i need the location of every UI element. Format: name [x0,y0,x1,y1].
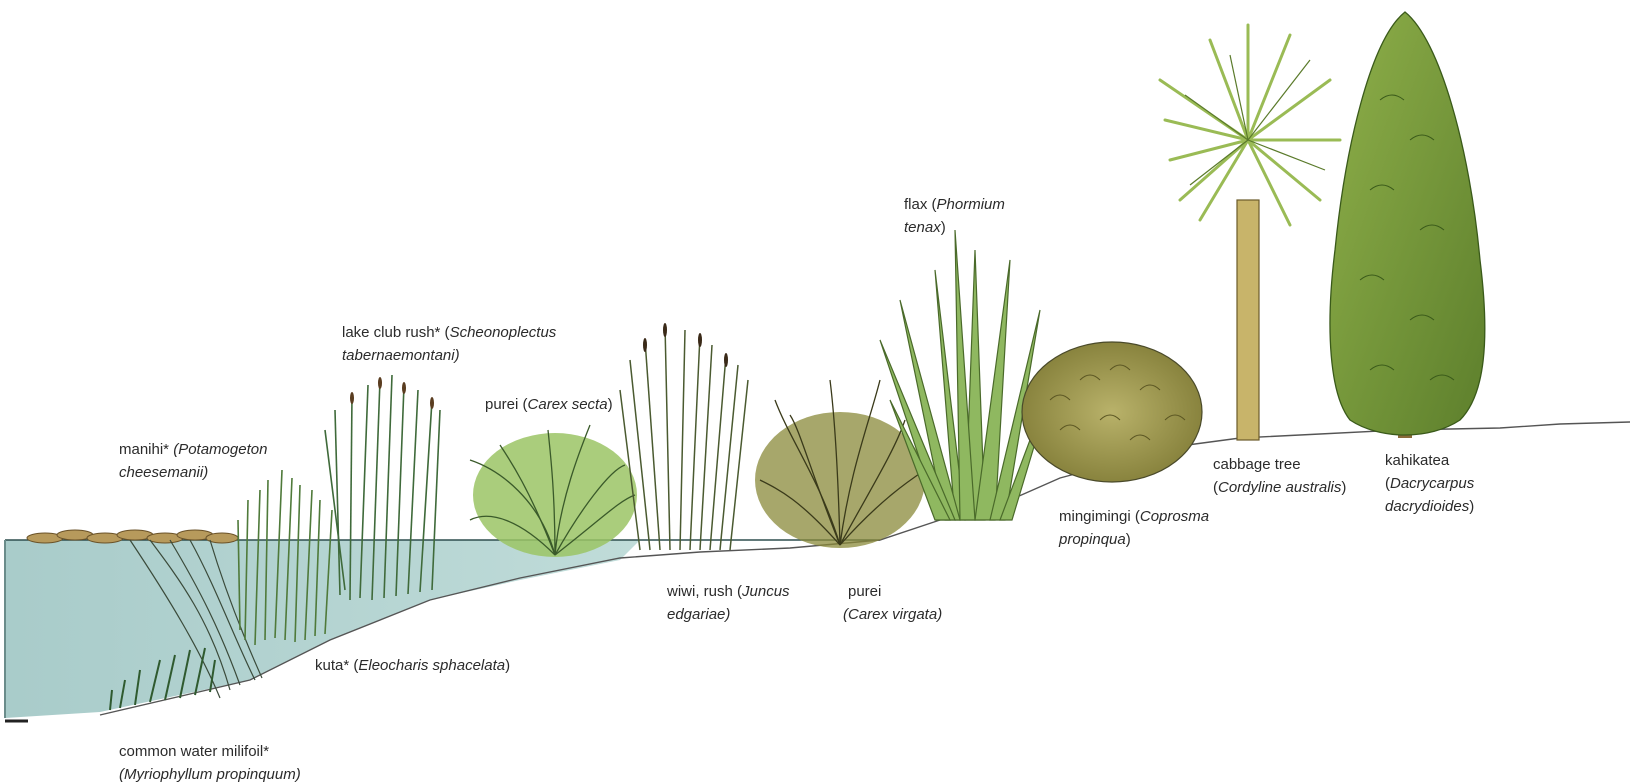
kahikatea-latin-name-line2: dacrydioides [1385,498,1469,515]
label-cabbage-tree: cabbage tree (Cordyline australis) [1213,453,1346,499]
label-kuta: kuta* (Eleocharis sphacelata) [315,654,510,677]
cabbage-tree-latin-name: Cordyline australis [1218,479,1341,496]
kahikatea-tree [1330,12,1485,438]
manihi-latin-name-line2: cheesemanii) [119,464,208,481]
mingimingi-latin-name-line2: propinqua [1059,531,1126,548]
label-water-milfoil: common water milifoil* (Myriophyllum pro… [119,740,301,782]
lake-water [5,540,640,718]
flax-latin-name: Phormium [937,196,1005,213]
label-kahikatea: kahikatea (Dacrycarpus dacrydioides) [1385,449,1474,518]
kahikatea-latin-name: Dacrycarpus [1390,475,1474,492]
label-lake-club-rush: lake club rush* (Scheonoplectus tabernae… [342,321,556,367]
wiwi-seedheads [643,323,728,367]
purei-secta-close-paren: ) [608,396,613,413]
milfoil-latin-name: (Myriophyllum propinquum) [119,766,301,782]
kahikatea-common-name: kahikatea [1385,452,1449,469]
purei-virgata-latin-name: (Carex virgata) [843,606,942,623]
kahikatea-close-paren: ) [1469,498,1474,515]
kuta-latin-name: Eleocharis sphacelata [358,657,505,674]
wiwi-rush [620,325,748,550]
kuta-close-paren: ) [505,657,510,674]
flax-close-paren: ) [941,219,946,236]
cabbage-tree-common-name: cabbage tree [1213,456,1301,473]
label-flax: flax (Phormium tenax) [904,193,1005,239]
flax-latin-name-line2: tenax [904,219,941,236]
wiwi-common-name: wiwi, rush ( [667,583,742,600]
lake-club-rush-common-name: lake club rush* ( [342,324,450,341]
label-mingimingi: mingimingi (Coprosma propinqua) [1059,505,1209,551]
mingimingi-latin-name: Coprosma [1140,508,1209,525]
lake-club-rush-latin-name-line2: tabernaemontani) [342,347,460,364]
milfoil-common-name: common water milifoil* [119,743,269,760]
purei-secta-common-name: purei ( [485,396,528,413]
flax-common-name: flax ( [904,196,937,213]
kuta-common-name: kuta* ( [315,657,358,674]
label-manihi: manihi* (Potamogeton cheesemanii) [119,438,267,484]
purei-secta-latin-name: Carex secta [528,396,608,413]
lake-club-rush-latin-name: Scheonoplectus [450,324,557,341]
manihi-latin-name: (Potamogeton [173,441,267,458]
purei-virgata-common-name: purei [843,583,881,600]
mingimingi-common-name: mingimingi ( [1059,508,1140,525]
cabbage-tree-close-paren: ) [1341,479,1346,496]
label-purei-carex-virgata: purei (Carex virgata) [843,580,942,626]
wiwi-latin-name: Juncus [742,583,790,600]
mingimingi-bush [1022,342,1202,482]
carex-virgata-tussock [755,380,925,548]
label-wiwi: wiwi, rush (Juncus edgariae) [667,580,790,626]
wiwi-latin-name-line2: edgariae) [667,606,730,623]
manihi-common-name: manihi* [119,441,173,458]
label-purei-carex-secta: purei (Carex secta) [485,393,613,416]
mingimingi-close-paren: ) [1126,531,1131,548]
carex-secta-tussock [470,425,637,557]
